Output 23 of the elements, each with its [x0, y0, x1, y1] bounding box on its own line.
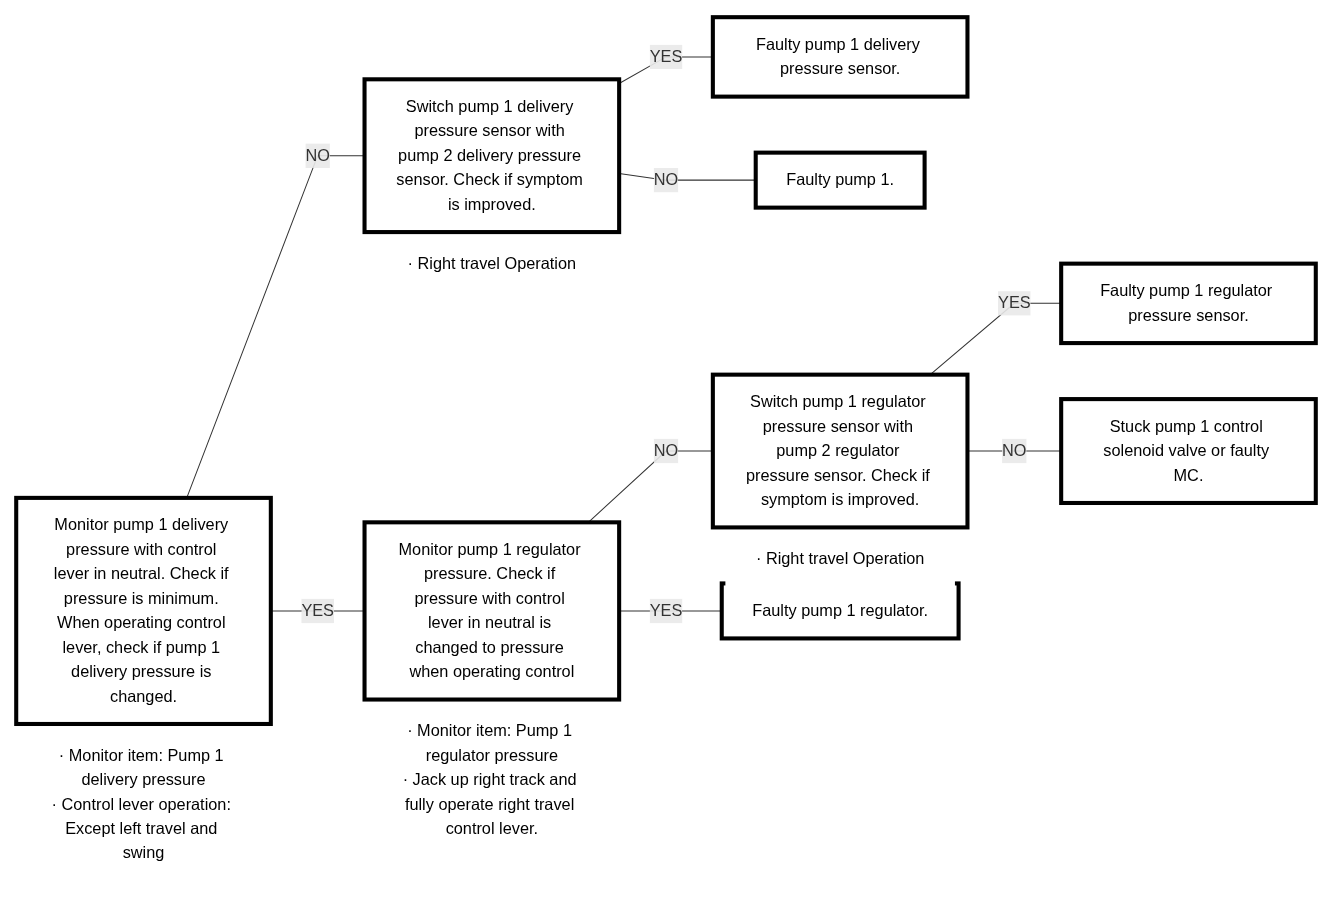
edge-label: NO — [653, 441, 679, 459]
node-box: Stuck pump 1 control solenoid valve or faulty MC. — [1059, 396, 1318, 505]
edge-label: YES — [649, 47, 683, 65]
node-box: Faulty pump 1. — [753, 150, 927, 210]
node-label: · Control lever operation: Except left travel and swing — [51, 794, 231, 861]
node-box: Faulty pump 1 regulator pressure sensor. — [1059, 261, 1318, 345]
node-label: · Right travel Operation — [755, 549, 925, 567]
edge-label: NO — [1002, 441, 1027, 459]
node-box: Switch pump 1 regulator pressure sensor with pump 2 regulator pressure sensor. Check if symptom is improved. — [710, 372, 970, 529]
node-box: Faulty pump 1 regulator. — [719, 580, 961, 640]
edge-label: YES — [301, 601, 334, 619]
edge-label: NO — [653, 170, 679, 188]
node-label: · Jack up right track and fully operate right travel control lever. — [402, 770, 577, 837]
node-label: · Monitor item: Pump 1 regulator pressure — [407, 721, 572, 764]
edge-label: YES — [649, 601, 683, 619]
node-box: Faulty pump 1 delivery pressure sensor. — [710, 14, 970, 99]
edge-label: YES — [998, 293, 1031, 312]
edge-label: NO — [305, 146, 330, 164]
node-label: · Right travel Operation — [407, 253, 577, 272]
node-label: · Monitor item: Pump 1 delivery pressure — [58, 745, 224, 788]
node-box: Monitor pump 1 delivery pressure with control lever in neutral. Check if pressure is minimum. When operating control lever, check if pump 1 delivery pressure is changed. — [14, 495, 273, 726]
node-box: Switch pump 1 delivery pressure sensor with pump 2 delivery pressure sensor. Check if symptom is improved. — [362, 76, 622, 234]
node-box: Monitor pump 1 regulator pressure. Check if pressure with control lever in neutral is changed to pressure when operating control — [362, 519, 622, 702]
